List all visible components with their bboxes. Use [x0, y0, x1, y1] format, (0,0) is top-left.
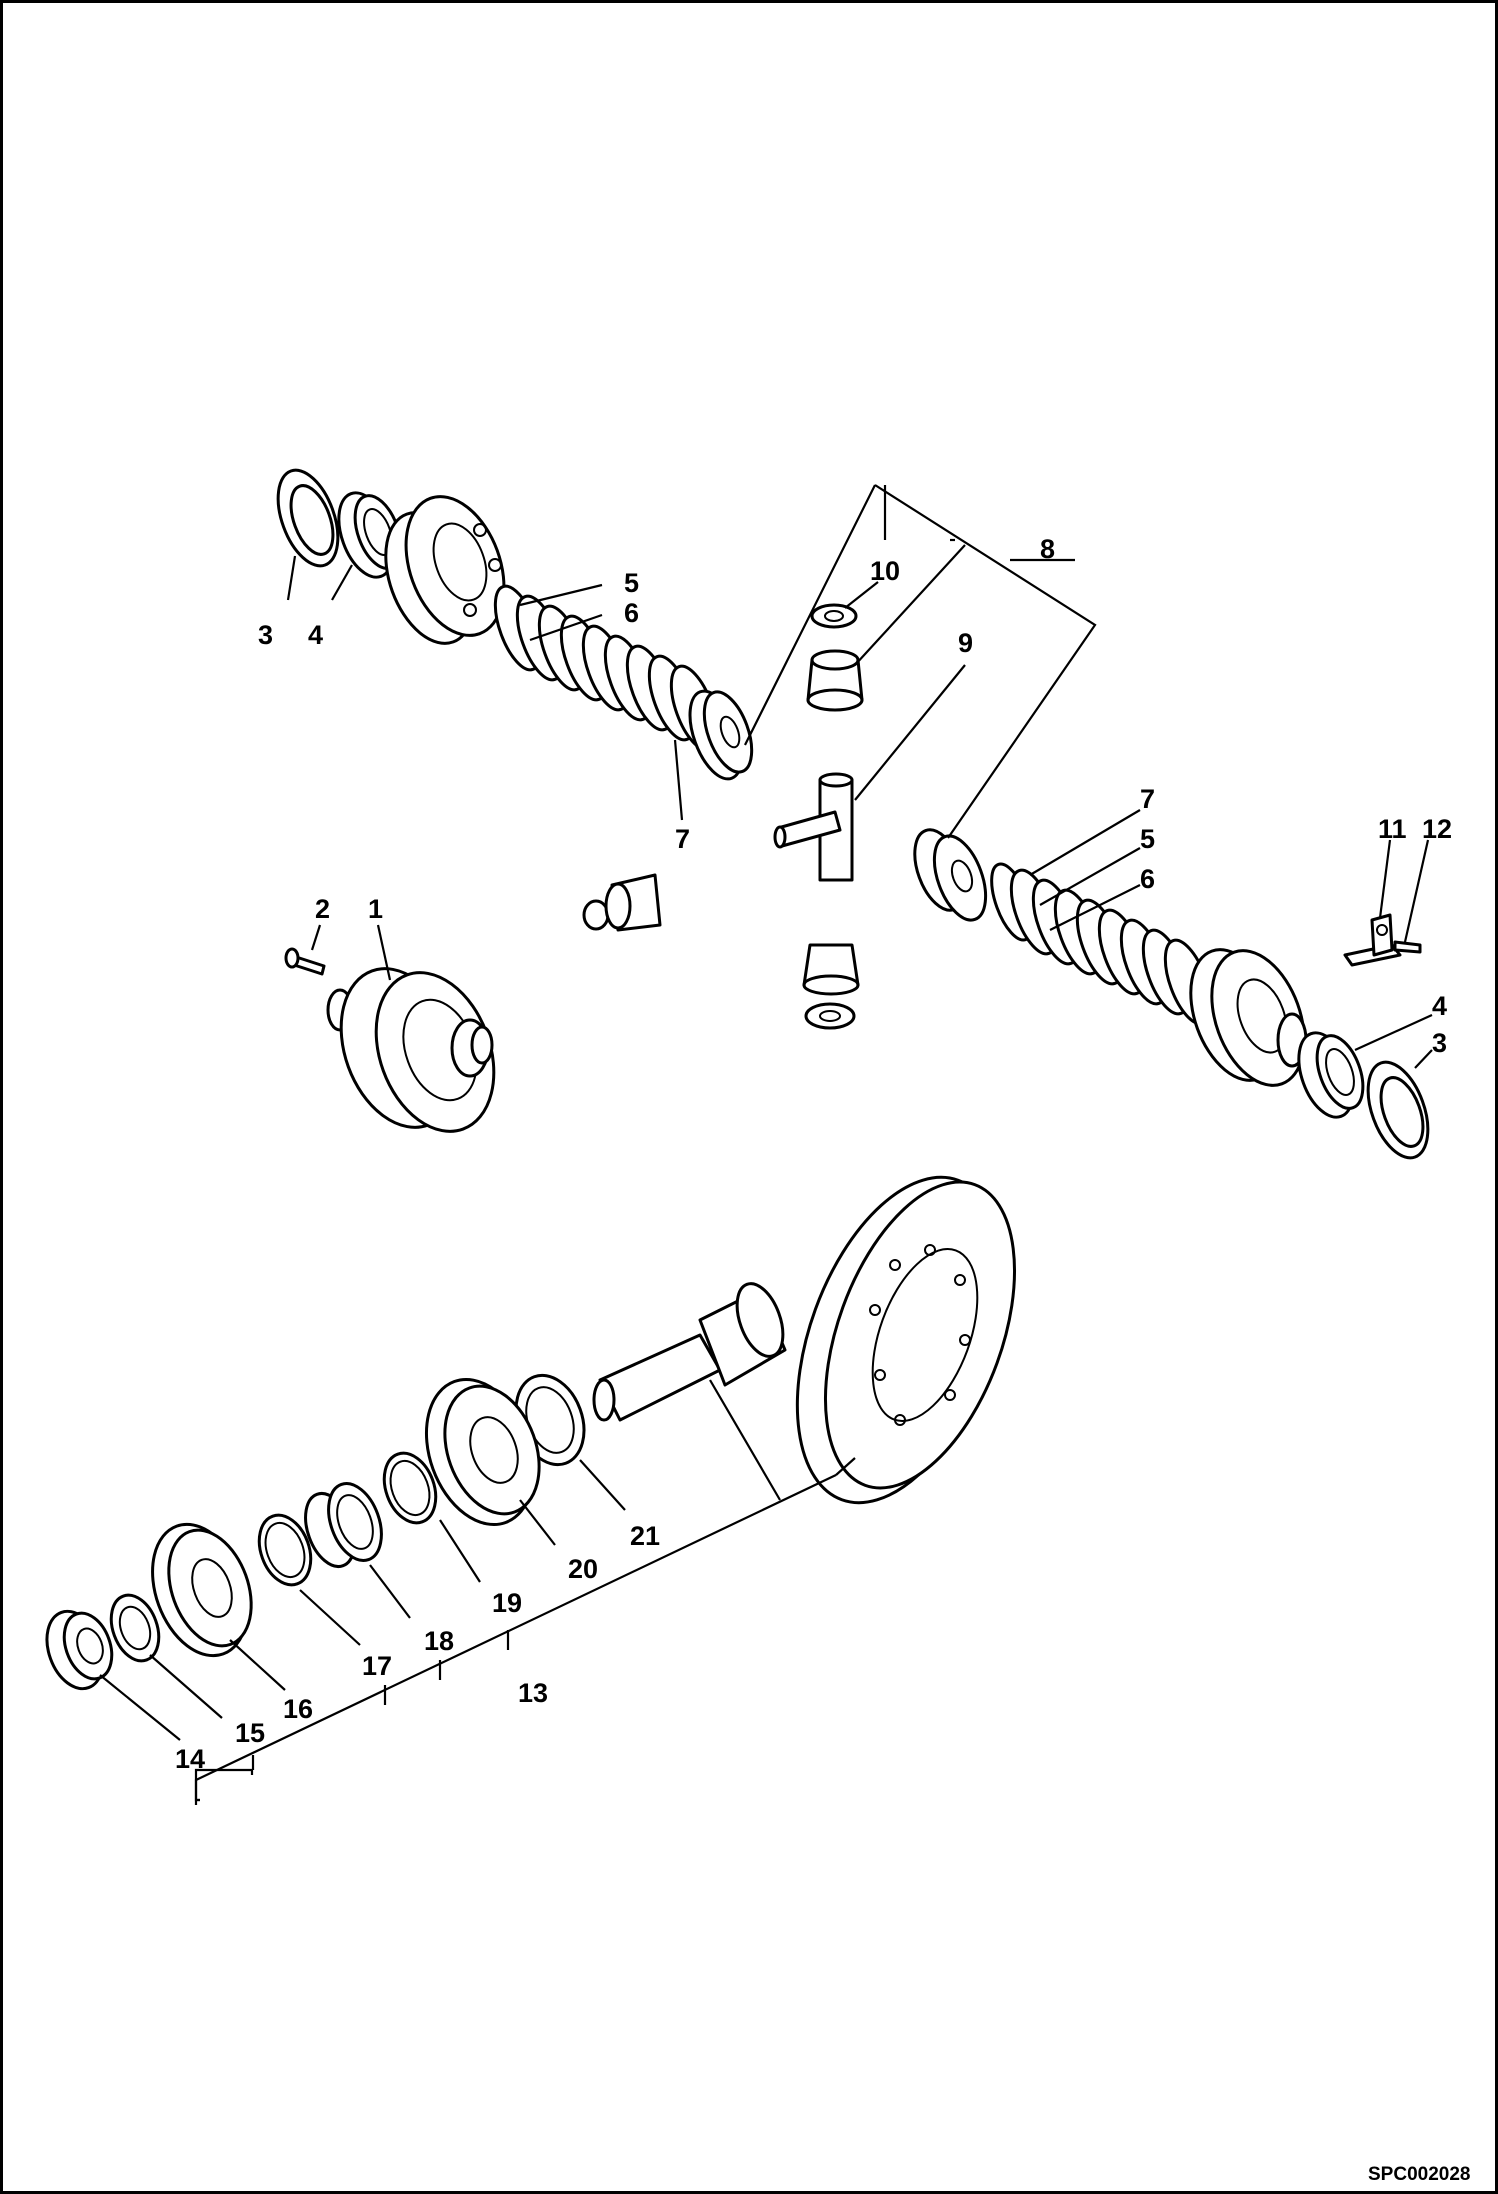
- callout-13: 13: [518, 1678, 548, 1708]
- side-gear-right: [913, 828, 988, 922]
- callout-9-upper: 9: [958, 628, 973, 658]
- planet-gear-bottom: [802, 943, 860, 1030]
- callout-10: 10: [870, 556, 900, 586]
- cross-shaft: [773, 772, 854, 882]
- callout-4-left: 4: [308, 620, 323, 650]
- callout-11: 11: [1378, 814, 1407, 844]
- taper-bearing-16: [151, 1522, 253, 1658]
- planet-gear-top: [806, 649, 864, 712]
- callout-8: 8: [1040, 534, 1055, 564]
- ring-nut-left: [276, 468, 340, 568]
- bearing-cup-18: [304, 1482, 383, 1568]
- callout-14: 14: [175, 1744, 205, 1774]
- differential-case: [326, 967, 496, 1133]
- bolt: [284, 947, 326, 976]
- callout-1: 1: [368, 894, 383, 924]
- callout-6-left: 6: [624, 598, 639, 628]
- callout-12: 12: [1422, 814, 1452, 844]
- callout-3-left: 3: [258, 620, 273, 650]
- clutch-disc-pack-left: [493, 584, 719, 752]
- side-gear-left: [688, 689, 754, 781]
- callout-labels: 3 4 5 6 7 8 10 9 7 5 6 11 12 4 3 2 1 13 …: [175, 534, 1452, 1774]
- callout-15: 15: [235, 1718, 265, 1748]
- callout-5-left: 5: [624, 568, 639, 598]
- callout-16: 16: [283, 1694, 313, 1724]
- washer-15: [109, 1593, 161, 1663]
- bracket: [1343, 913, 1402, 967]
- pinion-shaft: [592, 1282, 787, 1422]
- bearing-right: [1297, 1031, 1365, 1119]
- callout-21: 21: [630, 1521, 660, 1551]
- leader-lines: [99, 484, 1433, 1805]
- callout-6-right: 6: [1140, 864, 1155, 894]
- nut-14: [45, 1609, 114, 1691]
- clutch-housing-left: [384, 495, 506, 645]
- clutch-housing-right: [1189, 948, 1308, 1087]
- right-clutch-assembly: [913, 828, 1430, 1160]
- thrust-washer-top: [810, 603, 858, 629]
- differential-spider-group: [582, 603, 864, 1030]
- spacer-ring-17: [257, 1513, 313, 1587]
- callout-20: 20: [568, 1554, 598, 1584]
- planet-gear-left: [582, 873, 662, 932]
- callout-7-right: 7: [1140, 784, 1155, 814]
- clutch-disc-pack-right: [990, 862, 1213, 1026]
- callout-7-left: 7: [675, 824, 690, 854]
- callout-18: 18: [424, 1626, 454, 1656]
- taper-bearing-20: [424, 1377, 541, 1527]
- spacer-ring-19: [382, 1451, 438, 1525]
- left-clutch-assembly: [276, 468, 754, 781]
- callout-2: 2: [315, 894, 330, 924]
- figure-code: SPC002028: [1368, 2164, 1470, 2185]
- callout-4-right: 4: [1432, 991, 1447, 1021]
- callout-17: 17: [362, 1651, 392, 1681]
- ring-nut-right: [1366, 1060, 1430, 1160]
- pin: [1393, 940, 1422, 954]
- crown-wheel: [795, 1175, 1017, 1505]
- callout-19: 19: [492, 1588, 522, 1618]
- callout-3-right: 3: [1432, 1028, 1447, 1058]
- callout-5-right: 5: [1140, 824, 1155, 854]
